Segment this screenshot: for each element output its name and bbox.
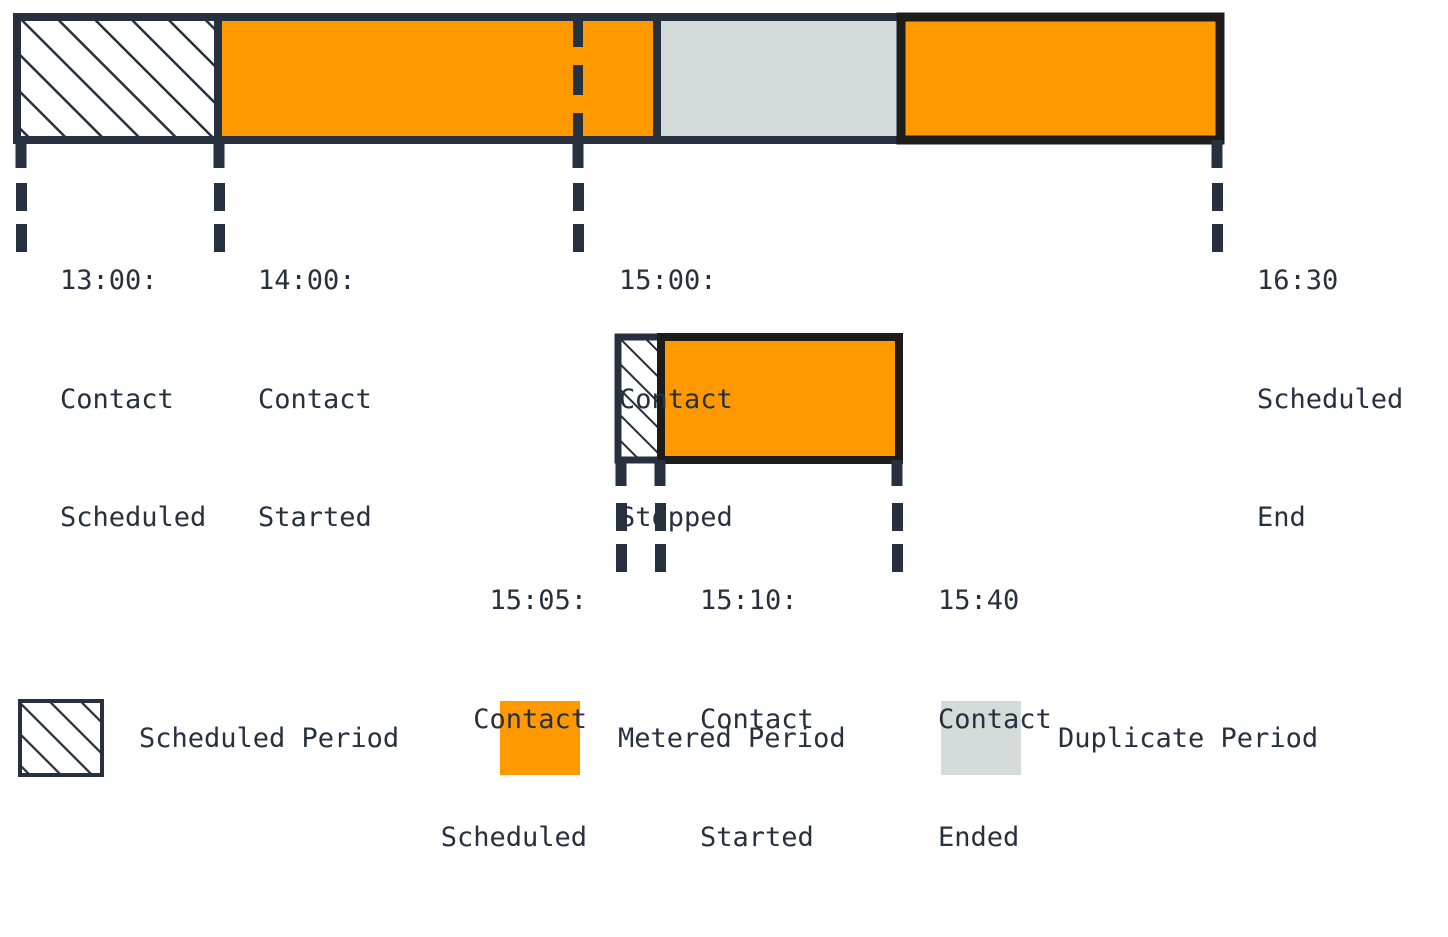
timeline-diagram-svg bbox=[13, 12, 1225, 777]
primary-timeline-bar bbox=[13, 12, 1225, 145]
marker-time-1400: 14:00: bbox=[258, 265, 356, 296]
primary-tick-stems bbox=[15, 140, 1223, 168]
marker-time-1505: 15:05: bbox=[489, 585, 587, 616]
tick-dash-1510-b bbox=[655, 544, 666, 572]
marker-line3-1500: Stopped bbox=[619, 502, 733, 533]
diagram-canvas: 13:00: Contact Scheduled 14:00: Contact … bbox=[13, 12, 1403, 853]
marker-time-1630: 16:30 bbox=[1257, 265, 1339, 296]
marker-line3-1510: Started bbox=[700, 822, 814, 853]
marker-label-1500: 15:00: Contact Stopped bbox=[619, 182, 733, 617]
marker-line2-1540: Contact bbox=[938, 703, 1052, 735]
tick-dash-1540-a bbox=[892, 503, 903, 531]
tick-dash-1630-a bbox=[1212, 183, 1223, 211]
marker-line2-1500: Contact bbox=[619, 383, 733, 415]
marker-label-1400: 14:00: Contact Started bbox=[258, 182, 372, 617]
marker-label-1510: 15:10: Contact Started bbox=[700, 502, 814, 937]
marker-label-1300: 13:00: Contact Scheduled bbox=[60, 182, 206, 617]
marker-time-1300: 13:00: bbox=[60, 265, 158, 296]
marker-line3-1505: Scheduled bbox=[440, 822, 587, 853]
secondary-timeline-bar bbox=[614, 333, 903, 464]
segment-scheduled-1300-1400 bbox=[13, 13, 222, 144]
tick-dash-1400-a bbox=[214, 183, 225, 211]
marker-line2-1505: Contact bbox=[473, 703, 587, 735]
legend-label-duplicate: Duplicate Period bbox=[1058, 723, 1319, 754]
primary-tick-dashes bbox=[16, 183, 1223, 252]
tick-dash-1500-a bbox=[573, 183, 584, 211]
segment-duplicate-1510-1540 bbox=[653, 13, 905, 144]
segment-metered-1400-1510 bbox=[214, 13, 661, 144]
secondary-tick-dashes bbox=[616, 503, 903, 572]
tick-dash-1630-b bbox=[1212, 224, 1223, 252]
legend-label-scheduled: Scheduled Period bbox=[139, 723, 400, 754]
tick-dash-1300-a bbox=[16, 183, 27, 211]
marker-line2-1510: Contact bbox=[700, 703, 814, 735]
tick-dash-1505-b bbox=[616, 544, 627, 572]
marker-label-1630: 16:30 Scheduled End bbox=[1257, 182, 1403, 617]
tick-dash-1510-a bbox=[655, 503, 666, 531]
legend-swatch-duplicate bbox=[941, 701, 1021, 775]
tick-dash-1300-b bbox=[16, 224, 27, 252]
marker-line3-1400: Started bbox=[258, 502, 372, 533]
legend-swatch-scheduled bbox=[18, 699, 104, 777]
marker-line2-1300: Contact bbox=[60, 383, 174, 415]
segment2-metered-1510-1540 bbox=[657, 333, 903, 464]
legend-swatch-metered bbox=[500, 701, 580, 775]
marker-line2-1630: Scheduled bbox=[1257, 383, 1404, 415]
tick-dash-1505-a bbox=[616, 503, 627, 531]
marker-line3-1540: Ended bbox=[938, 822, 1020, 853]
segment-metered-1540-1630 bbox=[896, 12, 1225, 145]
tick-dash-1500-b bbox=[573, 224, 584, 252]
marker-label-1540: 15:40 Contact Ended bbox=[938, 502, 1052, 937]
legend-swatches bbox=[18, 699, 1021, 777]
tick-dash-1540-b bbox=[892, 544, 903, 572]
tick-dash-1400-b bbox=[214, 224, 225, 252]
marker-line3-1630: End bbox=[1257, 502, 1306, 533]
secondary-tick-stems bbox=[615, 460, 903, 486]
legend-label-metered: Metered Period bbox=[618, 723, 846, 754]
marker-line2-1400: Contact bbox=[258, 383, 372, 415]
marker-time-1510: 15:10: bbox=[700, 585, 798, 616]
marker-time-1540: 15:40 bbox=[938, 585, 1020, 616]
marker-label-1505: 15:05: Contact Scheduled bbox=[319, 502, 587, 937]
marker-line3-1300: Scheduled bbox=[60, 502, 207, 533]
marker-time-1500: 15:00: bbox=[619, 265, 717, 296]
